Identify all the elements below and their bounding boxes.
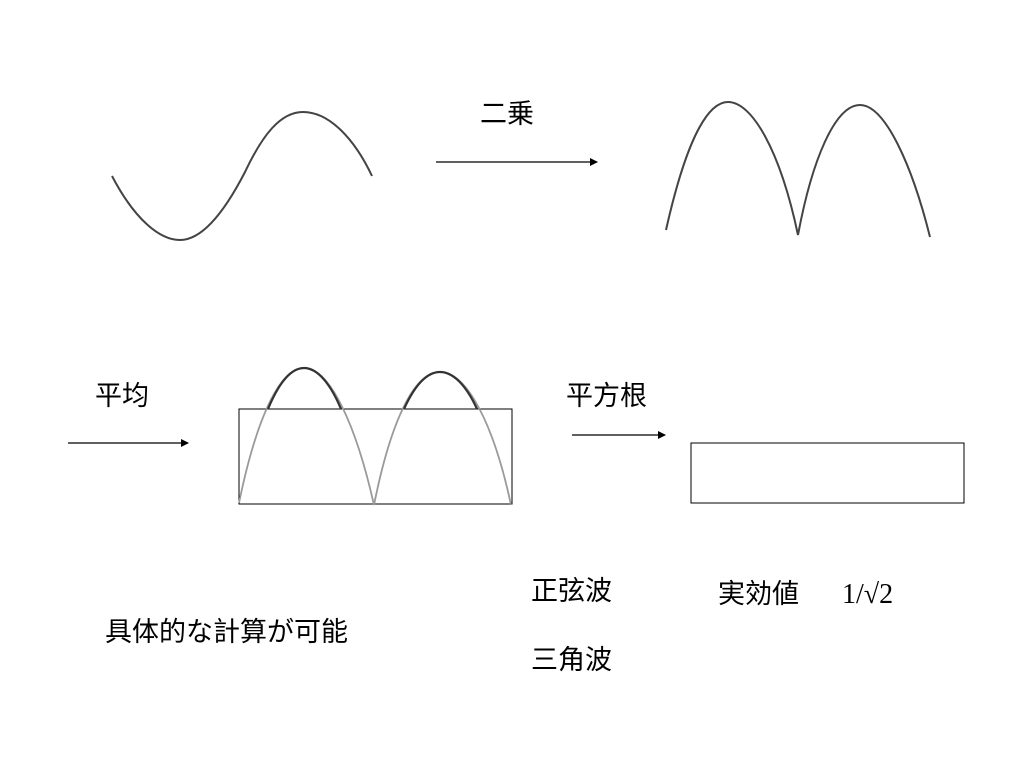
average-box: [238, 408, 513, 505]
triangle-wave-label: 三角波: [531, 645, 612, 676]
sine-wave-label: 正弦波: [531, 576, 612, 607]
average-hump-1: [266, 366, 343, 410]
average-label: 平均: [95, 381, 149, 412]
rms-label: 実効値: [718, 579, 799, 610]
average-hump-2: [402, 370, 479, 410]
sine-wave: [111, 110, 373, 242]
root-label: 平方根: [566, 381, 647, 412]
square-label: 二乗: [480, 99, 534, 130]
rms-value: 1/√2: [842, 579, 894, 610]
rms-box: [690, 442, 965, 504]
calculation-note: 具体的な計算が可能: [105, 617, 348, 648]
squared-wave: [665, 100, 931, 238]
average-humps-faint: [238, 367, 512, 506]
